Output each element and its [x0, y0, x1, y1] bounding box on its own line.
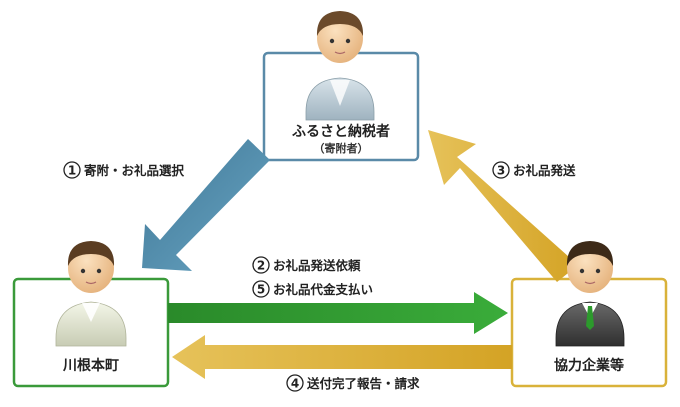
step-2-number: 2: [257, 259, 265, 273]
partner-person-icon: [555, 241, 625, 347]
town-label: 川根本町: [62, 357, 119, 374]
arrow-partner-to-town: [172, 335, 512, 379]
step-2-number-circle: [252, 256, 270, 274]
step-1-number-circle: [63, 161, 81, 179]
step-2-text: お礼品発送依頼: [273, 258, 361, 273]
step-4-number-circle: [286, 374, 304, 392]
donor-label: ふるさと納税者: [292, 123, 390, 140]
step-1-label: 1 寄附・お礼品選択: [63, 161, 185, 179]
partner-label: 協力企業等: [554, 357, 624, 374]
arrow-donor-to-town: [142, 139, 270, 271]
step-3-number-circle: [492, 161, 510, 179]
step-4-number: 4: [291, 377, 299, 391]
arrow-partner-to-donor: [428, 130, 578, 282]
step-3-label: 3 お礼品発送: [492, 161, 576, 179]
step-3-text: お礼品発送: [513, 163, 576, 178]
step-1-text: 寄附・お礼品選択: [84, 163, 185, 178]
step-5-number: 5: [257, 283, 265, 297]
step-1-number: 1: [68, 164, 76, 178]
step-5-number-circle: [252, 280, 270, 298]
town-person-icon: [55, 241, 127, 347]
step-4-text: 送付完了報告・請求: [306, 376, 420, 391]
step-5-text: お礼品代金支払い: [273, 282, 373, 297]
donor-sublabel: （寄附者）: [314, 141, 369, 155]
arrow-town-to-partner: [168, 292, 508, 334]
donor-person-icon: [305, 11, 375, 121]
step-5-label: 5 お礼品代金支払い: [252, 280, 373, 298]
step-3-number: 3: [497, 164, 505, 178]
step-4-label: 4 送付完了報告・請求: [286, 374, 420, 392]
step-2-label: 2 お礼品発送依頼: [252, 256, 361, 274]
